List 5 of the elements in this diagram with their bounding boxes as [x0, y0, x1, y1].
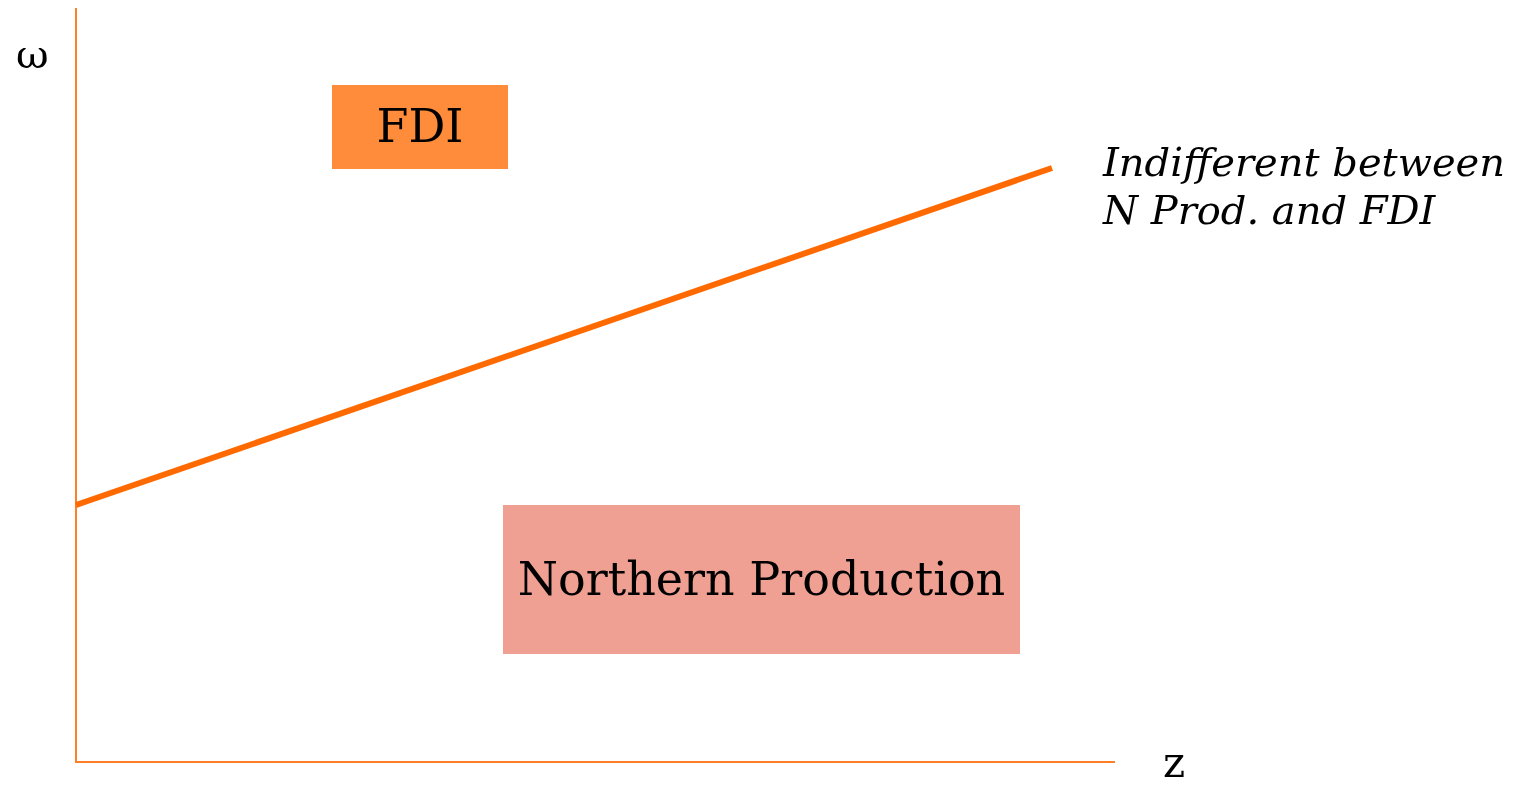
- line-annotation: Indifferent between N Prod. and FDI: [1103, 138, 1506, 234]
- region-box: FDI: [332, 85, 508, 169]
- x-axis-label: z: [1163, 738, 1186, 785]
- y-axis-label: ω: [16, 30, 49, 78]
- region-box: Northern Production: [503, 505, 1020, 654]
